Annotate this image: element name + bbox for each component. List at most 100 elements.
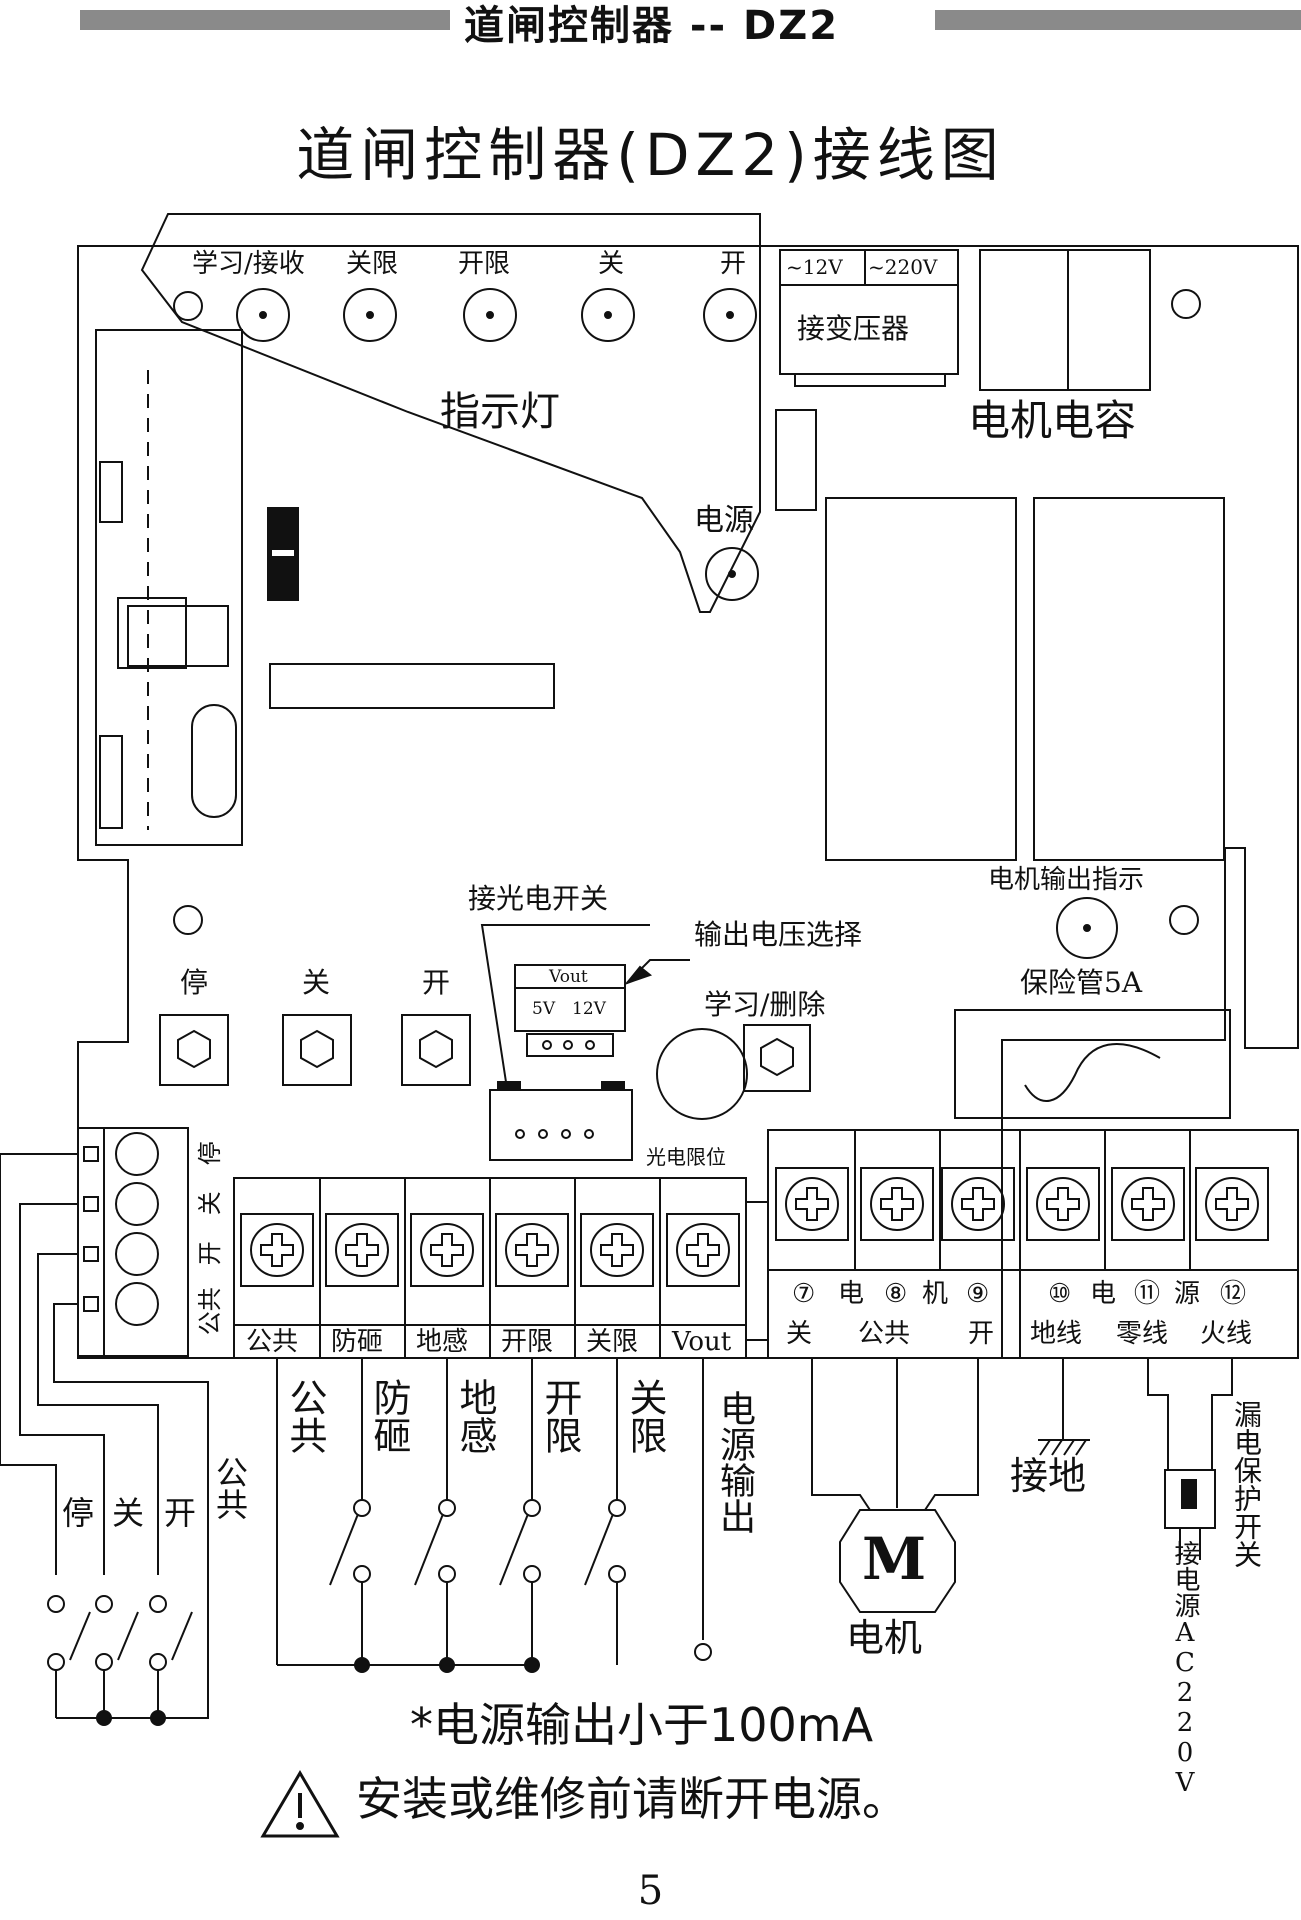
terminal-screw-housing <box>860 1167 934 1241</box>
transformer-220v: ~220V <box>868 255 938 279</box>
wire-label-open-limit: 开限 <box>538 1378 582 1454</box>
indicator-label-close-limit: 关限 <box>346 249 399 279</box>
terminal-screw-head <box>1215 1187 1249 1221</box>
switch-label-common: 公共 <box>211 1456 249 1520</box>
switch-label-open: 开 <box>164 1494 197 1532</box>
vout-label: Vout <box>549 967 588 987</box>
header-bar-left <box>80 10 450 30</box>
terminal-label-ground-sense: 地感 <box>416 1327 469 1357</box>
pt-bottom-live: 火线 <box>1200 1319 1253 1349</box>
motor-output-indicator-label: 电机输出指示 <box>988 865 1145 895</box>
pt-top-9: ⑨ <box>966 1279 990 1309</box>
pt-top-10: ⑩ <box>1048 1279 1072 1309</box>
terminal-screw <box>590 1223 644 1277</box>
power-output-note: *电源输出小于100mA <box>410 1698 874 1752</box>
motor-label: 电机 <box>846 1616 923 1660</box>
terminal-screw-housing <box>240 1213 314 1287</box>
wire-label-anti-smash: 防砸 <box>367 1378 411 1454</box>
terminal-screw-head <box>515 1233 549 1267</box>
terminal-screw-housing <box>775 1167 849 1241</box>
pt-top-11: ⑪ <box>1134 1279 1161 1309</box>
terminal-label-anti-smash: 防砸 <box>331 1327 384 1357</box>
v5-label: 5V <box>532 999 556 1019</box>
ground-label: 接地 <box>1010 1454 1087 1498</box>
photo-limit-label: 光电限位 <box>646 1145 726 1169</box>
pt-top-12: ⑫ <box>1220 1279 1247 1309</box>
terminal-screw-head <box>430 1233 464 1267</box>
pt-bottom-open: 开 <box>968 1319 995 1349</box>
pt-top-ji: 机 <box>922 1279 949 1309</box>
transformer-label: 接变压器 <box>797 312 910 345</box>
power-in-label: 接电源AC220V <box>1170 1540 1200 1798</box>
terminal-screw-head <box>961 1187 995 1221</box>
terminal-label-common: 公共 <box>246 1327 299 1357</box>
wire-label-common: 公共 <box>283 1378 327 1454</box>
indicator-label-learn: 学习/接收 <box>192 249 305 279</box>
terminal-label-open-limit: 开限 <box>501 1327 554 1357</box>
terminal-screw-head <box>260 1233 294 1267</box>
switch-label-close: 关 <box>112 1494 145 1532</box>
indicator-label-open-limit: 开限 <box>458 249 511 279</box>
terminal-label-vout: Vout <box>672 1327 732 1357</box>
pt-top-dian2: 电 <box>1090 1279 1117 1309</box>
indicator-region <box>140 213 761 613</box>
terminal-screw-head <box>600 1233 634 1267</box>
pt-bottom-close: 关 <box>786 1319 813 1349</box>
v12-label: 12V <box>572 999 606 1019</box>
indicator-label-open: 开 <box>720 249 747 279</box>
photo-switch-label: 接光电开关 <box>468 882 609 915</box>
pt-top-8: ⑧ <box>884 1279 908 1309</box>
terminal-screw <box>1205 1177 1259 1231</box>
motor-symbol: M <box>862 1525 927 1593</box>
diagram-title: 道闸控制器(DZ2)接线图 <box>296 121 1005 189</box>
button-label-stop: 停 <box>180 966 209 999</box>
terminal-screw-housing <box>1111 1167 1185 1241</box>
pt-top-dian: 电 <box>838 1279 865 1309</box>
terminal-screw <box>951 1177 1005 1231</box>
wire-label-power-output: 电源输出 <box>714 1390 755 1534</box>
terminal-screw-housing <box>666 1213 740 1287</box>
terminal-screw-housing <box>580 1213 654 1287</box>
terminal-screw-head <box>686 1233 720 1267</box>
terminal-screw-housing <box>941 1167 1015 1241</box>
leak-switch-label: 漏电保护开关 <box>1230 1400 1263 1568</box>
button-label-open: 开 <box>422 966 451 999</box>
wire-label-close-limit: 关限 <box>623 1378 667 1454</box>
terminal-screw-housing <box>495 1213 569 1287</box>
terminal-screw <box>420 1223 474 1277</box>
terminal-screw <box>1121 1177 1175 1231</box>
terminal-screw-housing <box>1195 1167 1269 1241</box>
terminal-screw <box>1036 1177 1090 1231</box>
terminal-screw-housing <box>410 1213 484 1287</box>
wire-label-ground-sense: 地感 <box>453 1378 497 1454</box>
fuse-label: 保险管5A <box>1020 966 1143 999</box>
terminal-screw <box>870 1177 924 1231</box>
left-terminal-label-open: 开 <box>195 1241 224 1266</box>
left-module <box>95 329 243 846</box>
learn-delete-label: 学习/删除 <box>704 988 826 1021</box>
motor-capacitor-label: 电机电容 <box>968 396 1137 445</box>
terminal-screw <box>250 1223 304 1277</box>
pt-bottom-neutral: 零线 <box>1116 1319 1169 1349</box>
terminal-screw-head <box>1131 1187 1165 1221</box>
pt-bottom-earth: 地线 <box>1030 1319 1083 1349</box>
pt-top-yuan: 源 <box>1174 1279 1201 1309</box>
terminal-screw <box>676 1223 730 1277</box>
terminal-screw <box>505 1223 559 1277</box>
button-switches <box>47 1595 193 1718</box>
pt-top-7: ⑦ <box>792 1279 816 1309</box>
left-terminal-label-stop: 停 <box>195 1141 224 1166</box>
terminal-screw <box>335 1223 389 1277</box>
transformer-12v: ~12V <box>786 255 843 279</box>
terminal-screw-head <box>880 1187 914 1221</box>
indicator-label-close: 关 <box>598 249 625 279</box>
terminal-label-close-limit: 关限 <box>586 1327 639 1357</box>
terminal-screw-head <box>345 1233 379 1267</box>
terminal-screw <box>785 1177 839 1231</box>
voltage-select-label: 输出电压选择 <box>694 918 863 951</box>
header-bar-right <box>935 10 1301 30</box>
switch-label-stop: 停 <box>62 1494 95 1532</box>
pt-bottom-common: 公共 <box>858 1319 911 1349</box>
terminal-screw-head <box>795 1187 829 1221</box>
